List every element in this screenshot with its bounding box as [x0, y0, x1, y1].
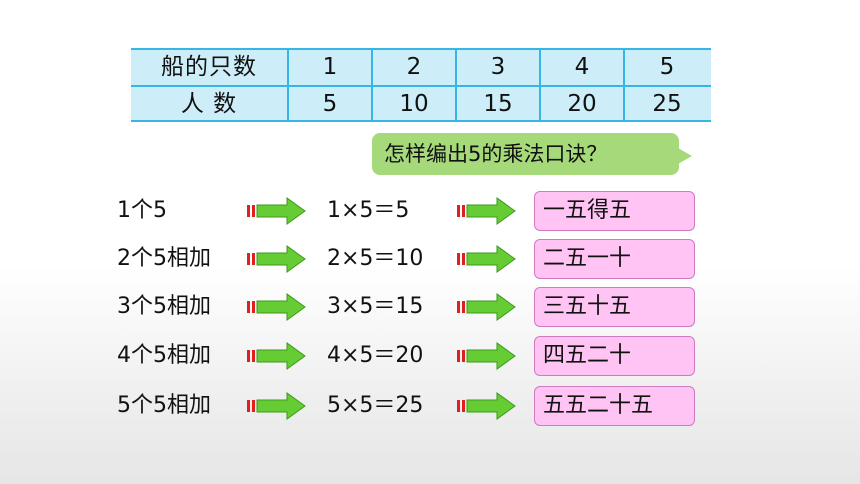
- formula-row-1: 1个5 1×5＝5 一五得五: [0, 191, 860, 231]
- table-header-people: 人 数: [131, 87, 289, 122]
- arrow-right-icon: [457, 392, 516, 420]
- formula-row-2: 2个5相加 2×5＝10 二五一十: [0, 239, 860, 279]
- multiplication-chant-box: 一五得五: [534, 191, 695, 231]
- arrow-right-icon: [247, 293, 306, 321]
- row-label: 5个5相加: [117, 393, 211, 418]
- row-equation: 5×5＝25: [327, 393, 424, 418]
- table-cell: 5: [289, 87, 373, 122]
- table-cell: 2: [373, 50, 457, 85]
- table-row-boats: 船的只数 1 2 3 4 5: [131, 50, 711, 87]
- table-cell: 4: [541, 50, 625, 85]
- row-label: 4个5相加: [117, 343, 211, 368]
- table-cell: 20: [541, 87, 625, 122]
- multiplication-chant-box: 三五十五: [534, 287, 695, 327]
- table-cell: 1: [289, 50, 373, 85]
- table-cell: 15: [457, 87, 541, 122]
- row-label: 2个5相加: [117, 246, 211, 271]
- arrow-right-icon: [247, 245, 306, 273]
- row-label: 1个5: [117, 198, 167, 223]
- table-header-boats: 船的只数: [131, 50, 289, 85]
- arrow-right-icon: [457, 245, 516, 273]
- arrow-right-icon: [457, 197, 516, 225]
- formula-row-4: 4个5相加 4×5＝20 四五二十: [0, 336, 860, 376]
- arrow-right-icon: [247, 342, 306, 370]
- question-bubble: 怎样编出5的乘法口诀？: [372, 133, 679, 175]
- multiplication-chant-box: 二五一十: [534, 239, 695, 279]
- table-cell: 5: [659, 54, 675, 80]
- table-cell: 3: [457, 50, 541, 85]
- row-label: 3个5相加: [117, 294, 211, 319]
- table-row-people: 人 数 5 10 15 20 25: [131, 87, 711, 122]
- row-equation: 1×5＝5: [327, 198, 410, 223]
- table-cell: 25: [652, 91, 682, 117]
- multiplication-chant-box: 五五二十五: [534, 386, 695, 426]
- boat-people-table: 船的只数 1 2 3 4 5 人 数 5 10 15 20 25: [131, 48, 711, 122]
- formula-row-3: 3个5相加 3×5＝15 三五十五: [0, 287, 860, 327]
- row-equation: 3×5＝15: [327, 294, 424, 319]
- row-equation: 2×5＝10: [327, 246, 424, 271]
- table-cell: 10: [373, 87, 457, 122]
- arrow-right-icon: [457, 342, 516, 370]
- arrow-right-icon: [247, 392, 306, 420]
- row-equation: 4×5＝20: [327, 343, 424, 368]
- multiplication-chant-box: 四五二十: [534, 336, 695, 376]
- bubble-tail: [678, 148, 692, 164]
- arrow-right-icon: [247, 197, 306, 225]
- arrow-right-icon: [457, 293, 516, 321]
- formula-row-5: 5个5相加 5×5＝25 五五二十五: [0, 386, 860, 426]
